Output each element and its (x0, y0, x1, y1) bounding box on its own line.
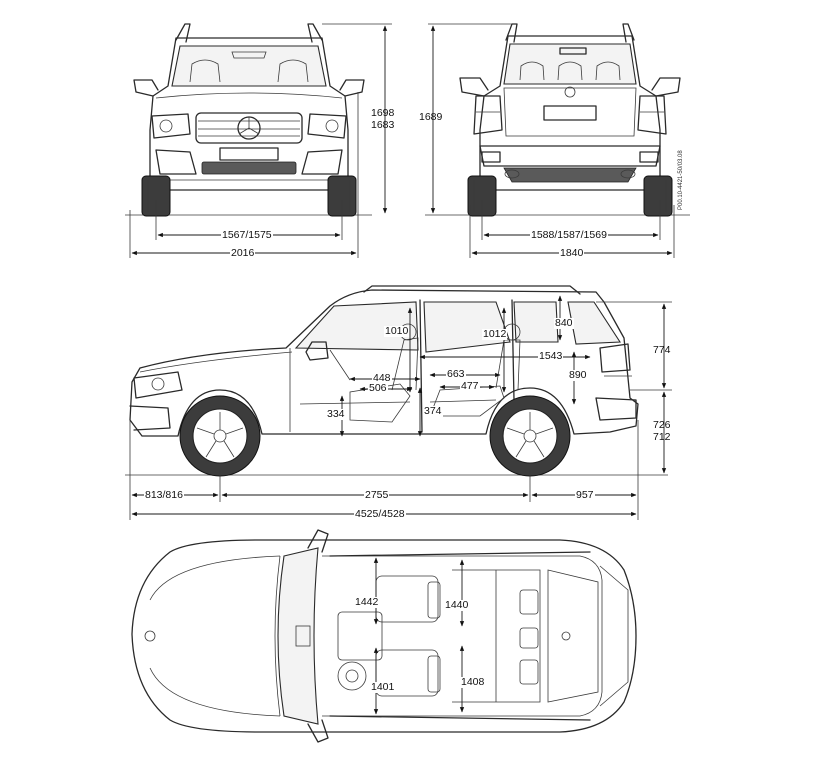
rear-hip-label: 1408 (460, 676, 486, 688)
rear-legroom-label: 663 (446, 368, 466, 380)
front-legroom-label: 448 (372, 372, 392, 384)
front-shoulder-label: 1442 (354, 596, 380, 608)
rear-width-label: 1840 (559, 247, 585, 259)
front-track-label: 1567/1575 (221, 229, 273, 241)
front-headroom-label: 1010 (384, 325, 410, 337)
cargo-headroom-label: 840 (554, 317, 574, 329)
front-overhang-label: 813/816 (144, 489, 184, 501)
front-height-top-label: 1698 (371, 107, 395, 119)
top-view (131, 529, 637, 743)
cargo-height-label: 890 (568, 369, 588, 381)
interior-length-label: 1543 (538, 350, 564, 362)
front-view (125, 23, 392, 258)
front-height-bottom-label: 1683 (371, 119, 395, 131)
rear-height-label: 1689 (419, 111, 443, 123)
drawing-code: P00.10-4421-50/03.08 (678, 150, 684, 210)
rear-seat-height-label: 374 (423, 405, 443, 417)
lower-height-bottom-label: 712 (653, 431, 671, 443)
rear-seat-depth-label: 477 (460, 380, 480, 392)
rear-shoulder-label: 1440 (444, 599, 470, 611)
rear-headroom-label: 1012 (482, 328, 508, 340)
lower-height-top-label: 726 (653, 419, 671, 431)
rear-overhang-label: 957 (575, 489, 595, 501)
overall-length-label: 4525/4528 (354, 508, 406, 520)
rear-view (425, 23, 690, 258)
rear-track-label: 1588/1587/1569 (530, 229, 608, 241)
front-width-label: 2016 (230, 247, 256, 259)
side-view (125, 285, 672, 520)
front-seat-height-label: 334 (326, 408, 346, 420)
wheelbase-label: 2755 (364, 489, 390, 501)
front-seat-depth-label: 506 (368, 382, 388, 394)
upper-height-label: 774 (653, 344, 671, 356)
front-hip-label: 1401 (370, 681, 396, 693)
